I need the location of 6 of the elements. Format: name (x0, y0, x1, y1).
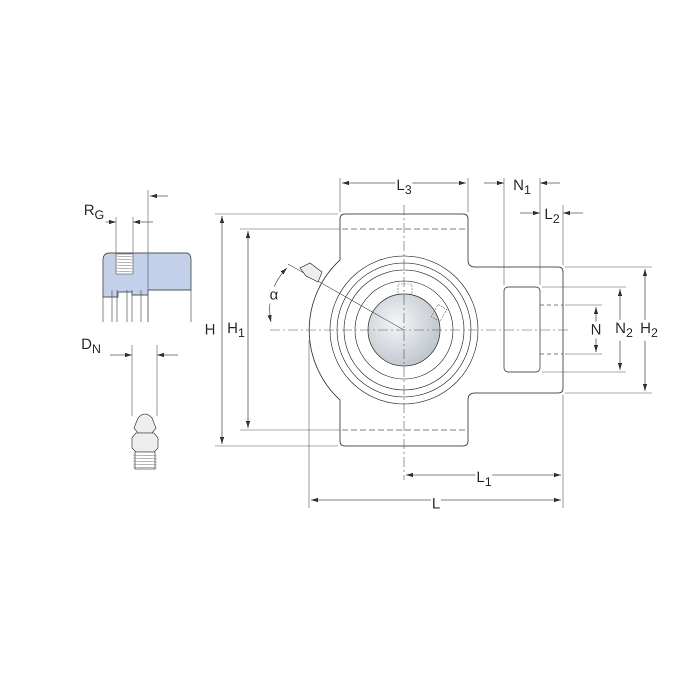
dimension-label: N (590, 322, 602, 338)
dimension-label: L$_{3}$ (395, 176, 413, 198)
angle-label: α (268, 286, 280, 304)
dimension-label: R$_{G}$ (82, 202, 106, 222)
dimension-label: N$_{2}$ (614, 320, 634, 340)
dimension-label: H$_{2}$ (639, 320, 659, 340)
